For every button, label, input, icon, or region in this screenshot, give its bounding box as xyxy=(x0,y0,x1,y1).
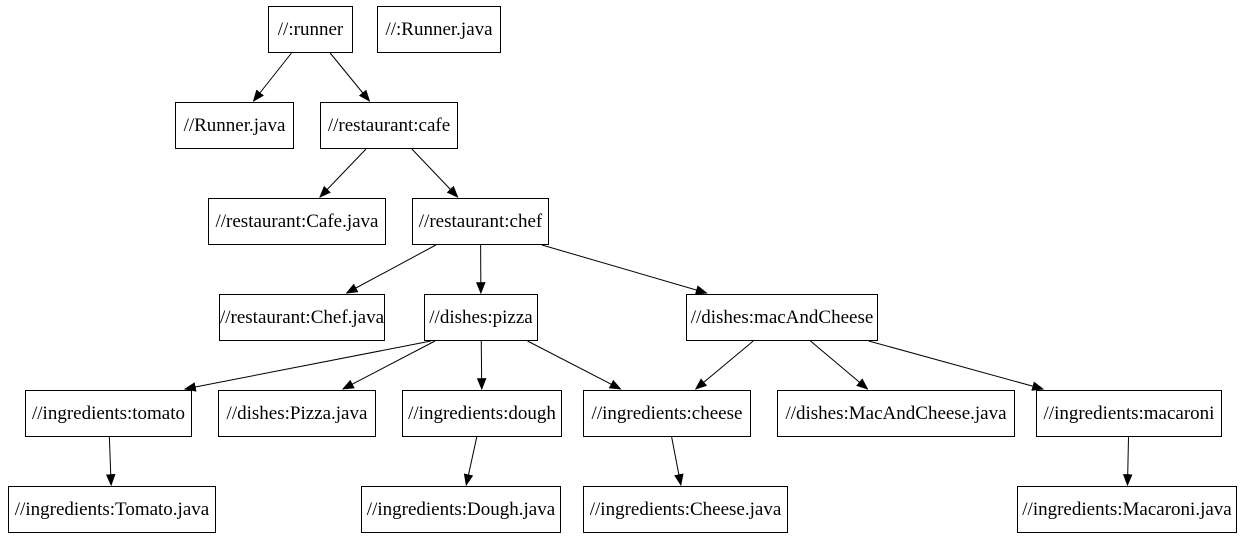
edge-macandcheese-to-macaroni xyxy=(868,340,1045,391)
edge-cafe-to-chef xyxy=(411,148,459,198)
edge-macandcheese-to-cheese xyxy=(694,340,754,390)
graph-node-cheese-java: //ingredients:Cheese.java xyxy=(583,486,788,533)
graph-node-cafe: //restaurant:cafe xyxy=(320,102,458,149)
edge-runner-to-runner-java xyxy=(252,52,292,102)
graph-node-chef-java: //restaurant:Chef.java xyxy=(219,294,385,341)
edge-dough-to-dough-java xyxy=(463,436,478,487)
graph-node-dough: //ingredients:dough xyxy=(402,390,562,437)
graph-node-runner-java: //Runner.java xyxy=(175,102,294,149)
graph-node-macaroni: //ingredients:macaroni xyxy=(1036,390,1222,437)
graph-node-pizza: //dishes:pizza xyxy=(424,294,538,341)
graph-node-macaroni-java: //ingredients:Macaroni.java xyxy=(1017,486,1237,533)
graph-node-cheese: //ingredients:cheese xyxy=(583,390,751,437)
edge-cheese-to-cheese-java xyxy=(671,436,684,487)
edge-macaroni-to-macaroni-java xyxy=(1122,436,1133,487)
graph-node-dough-java: //ingredients:Dough.java xyxy=(361,486,561,533)
graph-node-tomato-java: //ingredients:Tomato.java xyxy=(8,486,216,533)
edge-pizza-to-pizza-java xyxy=(341,340,436,390)
edge-chef-to-chef-java xyxy=(345,244,437,294)
edge-pizza-to-dough xyxy=(476,340,487,391)
edge-pizza-to-cheese xyxy=(527,340,622,390)
graph-node-pizza-java: //dishes:Pizza.java xyxy=(218,390,376,437)
edge-group xyxy=(105,52,1133,487)
edge-pizza-to-tomato xyxy=(183,340,432,392)
graph-node-tomato: //ingredients:tomato xyxy=(25,390,192,437)
graph-node-runner-java-label: //:Runner.java xyxy=(377,6,501,53)
graph-node-cafe-java: //restaurant:Cafe.java xyxy=(208,198,386,245)
edge-chef-to-macandcheese xyxy=(541,244,708,295)
edge-cafe-to-cafe-java xyxy=(319,148,367,198)
graph-node-chef: //restaurant:chef xyxy=(412,198,549,245)
graph-node-runner: //:runner xyxy=(268,6,353,53)
edge-macandcheese-to-macandcheese-java xyxy=(810,340,869,390)
edge-runner-to-cafe xyxy=(329,52,371,102)
edge-tomato-to-tomato-java xyxy=(105,436,116,487)
graph-node-macandcheese: //dishes:macAndCheese xyxy=(686,294,878,341)
graph-node-macandcheese-java: //dishes:MacAndCheese.java xyxy=(777,390,1015,437)
